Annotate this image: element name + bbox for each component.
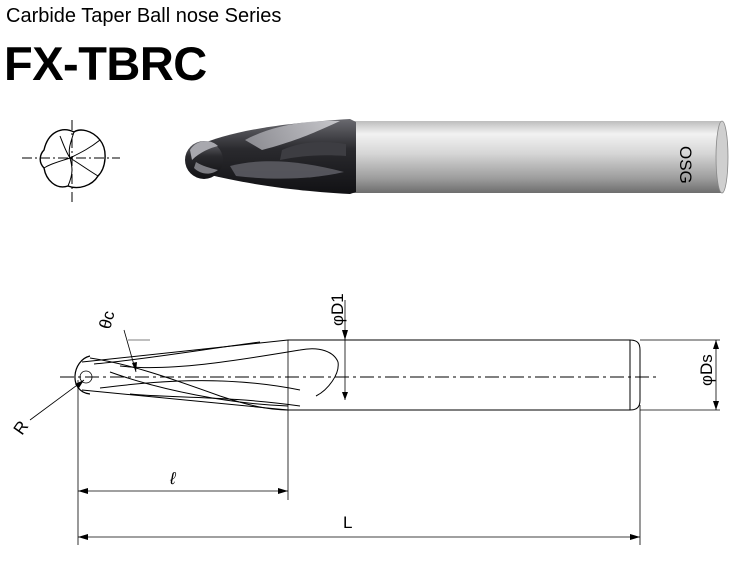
overall-length-label: L [343,513,352,532]
technical-drawing [29,300,720,545]
l-label: ℓ [169,469,176,488]
end-view-icon [22,120,120,205]
tool-photo: OSG [185,119,729,194]
model-title: FX-TBRC [4,37,207,90]
series-subtitle: Carbide Taper Ball nose Series [6,5,282,27]
theta-c-label: θc [96,308,119,331]
d1-label: φD1 [328,293,347,326]
shank-marking: OSG [676,146,695,184]
ds-label: φDs [697,354,716,386]
r-label: R [10,417,33,438]
